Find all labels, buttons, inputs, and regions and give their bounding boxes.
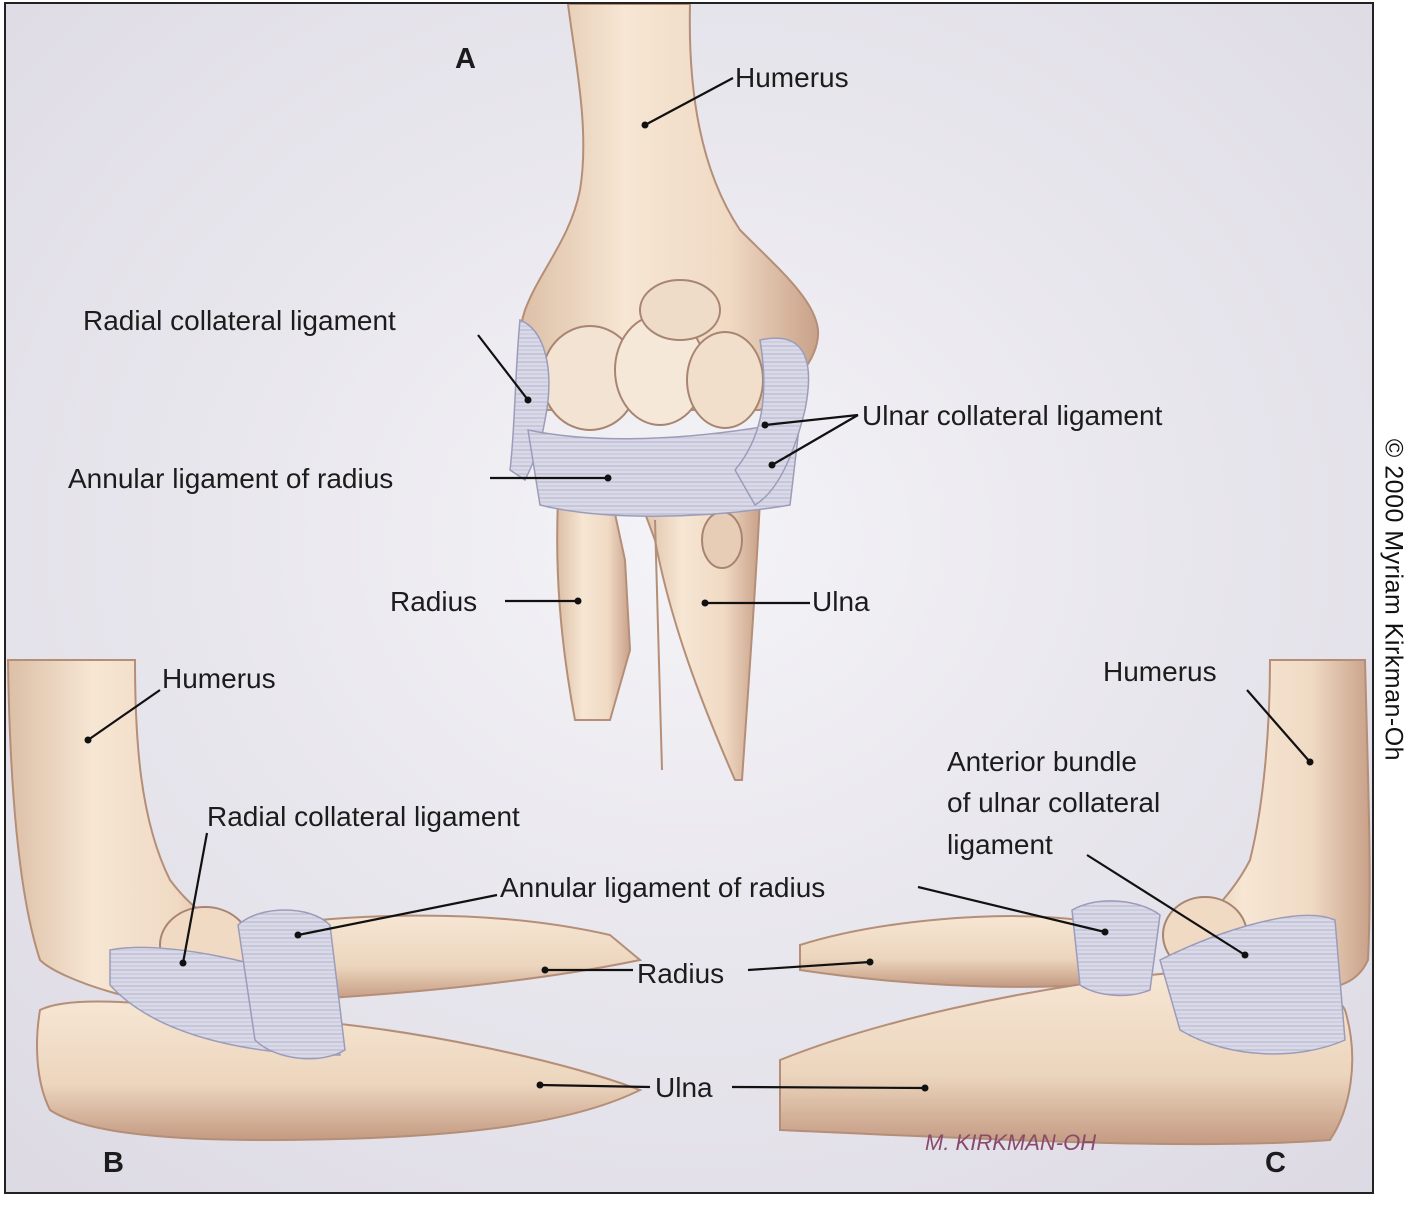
ulna-a <box>638 499 762 781</box>
label-a-radius: Radius <box>390 586 477 617</box>
panel-a-drawing <box>509 3 820 781</box>
leader-a-ulnar-collateral-1 <box>764 413 859 427</box>
label-c-humerus: Humerus <box>1103 656 1217 687</box>
label-bc-ulna: Ulna <box>655 1072 713 1103</box>
label-a-humerus: Humerus <box>735 62 849 93</box>
label-a-ulnar-collateral: Ulnar collateral ligament <box>862 400 1163 431</box>
leader-c-anterior-bundle <box>1086 854 1246 956</box>
panel-label-c: C <box>1265 1147 1286 1179</box>
label-bc-radius: Radius <box>637 958 724 989</box>
leader-b-ulna <box>539 1083 651 1089</box>
ulnar-collateral-ligament-a <box>734 337 810 507</box>
coronoid-fossa <box>639 279 721 341</box>
leader-a-ulnar-collateral-2 <box>771 414 859 466</box>
humerus-a <box>519 3 820 411</box>
anterior-bundle-ucl-c <box>1159 914 1346 1055</box>
leader-b-humerus <box>87 689 161 741</box>
label-b-radial-collateral: Radial collateral ligament <box>207 801 520 832</box>
copyright-notice: © 2000 Myriam Kirkman-Oh <box>1379 438 1408 762</box>
label-a-radial-collateral: Radial collateral ligament <box>83 305 396 336</box>
label-bc-annular: Annular ligament of radius <box>500 872 825 903</box>
label-a-ulna: Ulna <box>812 586 870 617</box>
interosseous-line <box>654 519 663 771</box>
panel-label-b: B <box>103 1147 124 1179</box>
annular-ligament-c <box>1071 900 1161 997</box>
annular-ligament-b <box>237 909 346 1060</box>
leader-dots <box>84 121 1314 1092</box>
label-c-anterior-bundle-line3: ligament <box>947 829 1053 860</box>
label-b-humerus: Humerus <box>162 663 276 694</box>
leader-c-humerus <box>1246 689 1311 763</box>
leader-c-radius <box>747 960 871 972</box>
artist-signature: M. KIRKMAN-OH <box>925 1130 1096 1155</box>
leader-a-radial-collateral <box>477 334 529 401</box>
leader-b-radial-collateral <box>181 832 209 964</box>
radius-a <box>556 499 632 721</box>
leader-c-ulna <box>731 1085 926 1090</box>
panel-c-drawing <box>779 659 1371 1146</box>
leader-lines <box>87 77 1311 1090</box>
panel-label-a: A <box>455 43 476 75</box>
label-c-anterior-bundle-line1: Anterior bundle <box>947 746 1137 777</box>
annular-ligament-a <box>527 419 801 517</box>
leader-c-annular <box>917 885 1106 934</box>
leader-b-annular <box>297 893 498 937</box>
illustration-frame <box>4 2 1374 1194</box>
leader-a-humerus <box>644 77 734 126</box>
label-c-anterior-bundle-line2: of ulnar collateral <box>947 787 1160 818</box>
label-a-annular: Annular ligament of radius <box>68 463 393 494</box>
trochlea-lateral <box>686 331 764 429</box>
radius-b <box>238 914 643 1002</box>
